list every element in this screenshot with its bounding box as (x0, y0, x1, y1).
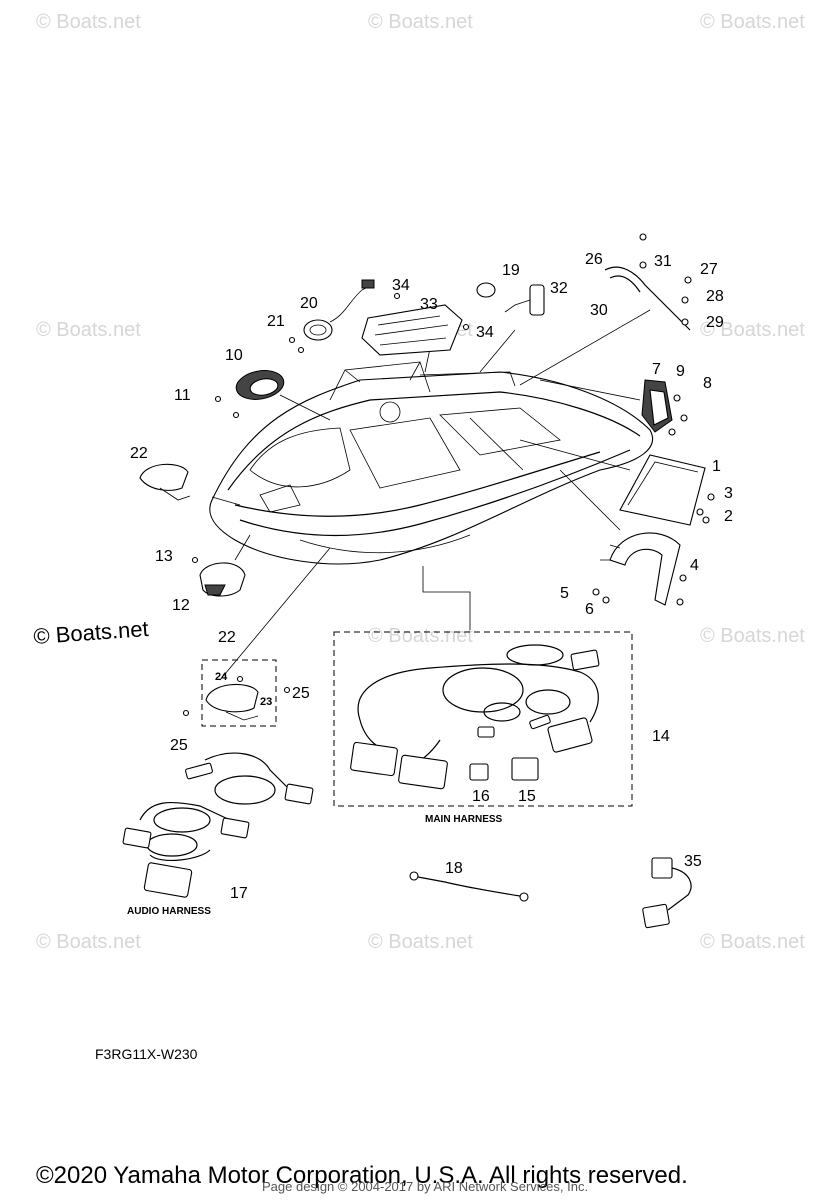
callout-29: 29 (706, 314, 724, 331)
part-34-screw (462, 323, 470, 331)
part-10-speaker (235, 370, 285, 400)
callout-30: 30 (590, 302, 608, 319)
part-2-screw (702, 516, 710, 524)
part-11-screw (232, 411, 240, 419)
callout-25-lower: 25 (170, 737, 188, 754)
part-22-inset (182, 659, 291, 727)
callout-5: 5 (560, 585, 569, 602)
callout-6: 6 (585, 601, 594, 618)
watermark: © Boats.net (36, 11, 141, 33)
part-31-washer (639, 261, 647, 269)
part-11-screw (214, 395, 222, 403)
part-4-screw (679, 574, 687, 582)
part-6-washer (602, 596, 610, 604)
part-18-cable (409, 871, 529, 902)
part-33-panel (361, 304, 463, 356)
part-12-light (199, 562, 246, 597)
callouts: 1 2 3 4 5 6 7 8 9 10 11 12 13 14 15 16 1… (130, 251, 733, 902)
part-15-relay (511, 757, 539, 781)
callout-33: 33 (420, 296, 438, 313)
callout-32: 32 (550, 280, 568, 297)
callout-14: 14 (652, 728, 670, 745)
callout-11: 11 (174, 387, 191, 404)
boat-hull-illustration (209, 361, 654, 565)
part-5-screw (592, 588, 600, 596)
part-8-screw (668, 428, 676, 436)
leader-lines (211, 309, 651, 681)
part-1-control-unit (619, 454, 706, 526)
watermark-large: © Boats.net (33, 616, 150, 649)
callout-34-lower: 34 (476, 324, 494, 341)
callout-7: 7 (652, 361, 661, 378)
callout-8: 8 (703, 375, 712, 392)
part-19-cap (476, 282, 496, 298)
part-13-screw (191, 556, 199, 564)
part-34-screw (393, 292, 401, 300)
part-29-nut (681, 318, 689, 326)
part-4-bracket (600, 532, 681, 606)
callout-17: 17 (230, 885, 248, 902)
part-35-connector (642, 857, 692, 929)
part-28-washer (681, 296, 689, 304)
callout-1: 1 (712, 458, 721, 475)
callout-35: 35 (684, 853, 702, 870)
callout-28: 28 (706, 288, 724, 305)
watermark: © Boats.net (36, 931, 141, 953)
audio-harness (122, 752, 314, 898)
part-21-screw (288, 336, 296, 344)
page-credit: Page design © 2004-2017 by ARI Network S… (262, 1179, 589, 1194)
watermark: © Boats.net (368, 931, 473, 953)
part-31-screw (639, 233, 647, 241)
callout-9: 9 (676, 363, 685, 380)
callout-16: 16 (472, 788, 490, 805)
watermark: © Boats.net (36, 319, 141, 341)
audio-harness-caption: AUDIO HARNESS (127, 906, 211, 917)
watermark: © Boats.net (368, 11, 473, 33)
watermark: © Boats.net (700, 319, 805, 341)
watermark: © Boats.net (700, 625, 805, 647)
callout-4: 4 (690, 557, 699, 574)
part-7-fuse-box (641, 379, 673, 433)
watermark: © Boats.net (700, 11, 805, 33)
callout-31: 31 (654, 253, 672, 270)
callout-3: 3 (724, 485, 733, 502)
callout-24: 24 (215, 671, 228, 683)
part-32-switch (504, 284, 545, 316)
callout-10: 10 (225, 347, 243, 364)
callout-23: 23 (260, 696, 272, 708)
callout-12: 12 (172, 597, 190, 614)
part-22-cover (139, 463, 191, 501)
part-21-screw (297, 346, 305, 354)
callout-25: 25 (292, 685, 310, 702)
watermark: © Boats.net (368, 625, 473, 647)
callout-26: 26 (585, 251, 603, 268)
part-8-screw (680, 414, 688, 422)
part-26-handle (604, 266, 691, 331)
callout-13: 13 (155, 548, 173, 565)
callout-20: 20 (300, 295, 318, 312)
drawing-code: F3RG11X-W230 (95, 1046, 198, 1062)
part-9-washer (673, 394, 681, 402)
callout-2: 2 (724, 508, 733, 525)
callout-15: 15 (518, 788, 536, 805)
callout-27: 27 (700, 261, 718, 278)
callout-19: 19 (502, 262, 520, 279)
callout-34: 34 (392, 277, 410, 294)
callout-22: 22 (130, 445, 148, 462)
part-3-screw (707, 493, 715, 501)
main-harness-box (333, 631, 633, 807)
part-16-fuse (469, 763, 489, 781)
part-2-screw (696, 508, 704, 516)
watermarks: © Boats.net © Boats.net © Boats.net © Bo… (33, 11, 806, 953)
callout-21: 21 (267, 313, 285, 330)
callout-18: 18 (445, 860, 463, 877)
part-20-speaker-ring (303, 279, 375, 341)
copyright-notice: ©2020 Yamaha Motor Corporation, U.S.A. A… (36, 1162, 688, 1189)
watermark: © Boats.net (700, 931, 805, 953)
main-harness-caption: MAIN HARNESS (425, 814, 503, 825)
part-27-screw (684, 276, 692, 284)
part-4-screw (676, 598, 684, 606)
callout-22-inset: 22 (218, 629, 236, 646)
